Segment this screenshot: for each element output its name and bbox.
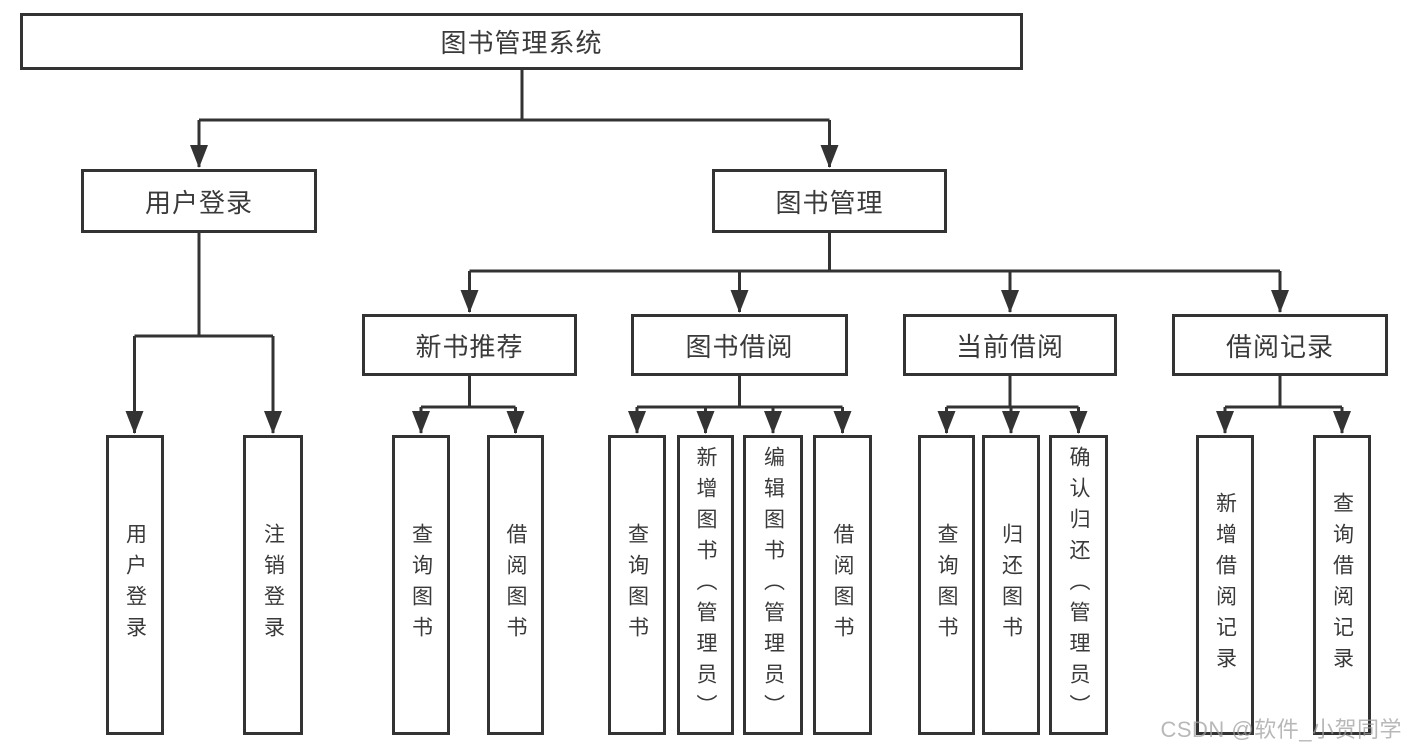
leaf-query-books-2: 查询图书 — [608, 435, 666, 735]
arrow-into-leaf-edit-book — [764, 411, 782, 434]
leaf-return-books-label: 归还图书 — [999, 523, 1023, 647]
leaf-borrow-books-1-label: 借阅图书 — [504, 523, 527, 647]
leaf-edit-book-admin-label: 编辑图书（管理员） — [761, 445, 785, 725]
node-current-borrow: 当前借阅 — [903, 314, 1117, 376]
node-user-login: 用户登录 — [81, 169, 317, 233]
node-new-book-recommend-label: 新书推荐 — [415, 331, 524, 362]
leaf-query-borrow-record: 查询借阅记录 — [1313, 435, 1371, 735]
arrowheads — [125, 145, 1351, 434]
leaf-return-books: 归还图书 — [982, 435, 1040, 735]
leaf-query-books-3: 查询图书 — [918, 435, 975, 735]
arrow-into-borrow-records — [1271, 290, 1289, 313]
arrow-into-leaf-borrow-books-1 — [506, 411, 525, 434]
leaf-user-login: 用户登录 — [106, 435, 164, 735]
leaf-query-books-3-label: 查询图书 — [935, 523, 958, 647]
leaf-borrow-books-2-label: 借阅图书 — [831, 523, 854, 647]
leaf-query-books-2-label: 查询图书 — [625, 523, 649, 647]
node-borrow-records: 借阅记录 — [1172, 314, 1388, 376]
arrow-into-book-management — [820, 145, 839, 168]
arrow-into-leaf-return-books — [1002, 411, 1020, 434]
arrow-into-current-borrow — [1001, 290, 1019, 313]
leaf-confirm-return-admin-label: 确认归还（管理员） — [1067, 445, 1090, 725]
arrow-into-new-book — [460, 290, 479, 313]
node-current-borrow-label: 当前借阅 — [955, 331, 1064, 362]
arrow-into-leaf-borrow-books-2 — [833, 411, 852, 434]
node-book-borrow: 图书借阅 — [631, 314, 848, 376]
leaf-query-borrow-record-label: 查询借阅记录 — [1330, 492, 1354, 678]
connector-lines — [133, 70, 1344, 433]
leaf-confirm-return-admin: 确认归还（管理员） — [1049, 435, 1108, 735]
csdn-watermark: CSDN @软件_小贺同学 — [1160, 717, 1402, 742]
node-book-management: 图书管理 — [712, 169, 947, 233]
arrow-into-book-borrow — [730, 290, 749, 313]
leaf-borrow-books-1: 借阅图书 — [487, 435, 544, 735]
leaf-borrow-books-2: 借阅图书 — [813, 435, 872, 735]
connector-root-to-level2 — [197, 70, 831, 167]
leaf-logout: 注销登录 — [243, 435, 303, 735]
connector-book-borrow-to-leaves — [635, 376, 844, 433]
leaf-add-book-admin-label: 新增图书（管理员） — [694, 445, 717, 725]
arrow-into-leaf-add-book — [696, 411, 715, 434]
leaf-edit-book-admin: 编辑图书（管理员） — [743, 435, 803, 735]
leaf-add-book-admin: 新增图书（管理员） — [677, 435, 734, 735]
arrow-into-leaf-user-login — [125, 411, 144, 434]
connector-book-management-to-level3 — [468, 233, 1282, 312]
leaf-logout-label: 注销登录 — [261, 523, 285, 647]
arrow-into-leaf-query-books-1 — [412, 411, 430, 434]
arrow-into-user-login — [190, 145, 208, 168]
leaf-query-books-1-label: 查询图书 — [409, 523, 433, 647]
node-borrow-records-label: 借阅记录 — [1225, 331, 1334, 362]
node-root-label: 图书管理系统 — [440, 28, 603, 58]
node-user-login-label: 用户登录 — [144, 187, 253, 218]
arrow-into-leaf-query-books-3 — [937, 411, 956, 434]
node-new-book-recommend: 新书推荐 — [362, 314, 577, 376]
node-book-borrow-label: 图书借阅 — [685, 331, 794, 362]
leaf-user-login-label: 用户登录 — [123, 523, 147, 647]
node-book-management-label: 图书管理 — [775, 187, 884, 218]
node-root: 图书管理系统 — [20, 13, 1023, 70]
arrow-into-leaf-query-books-2 — [628, 411, 646, 434]
connector-user-login-to-leaves — [133, 233, 275, 433]
arrow-into-leaf-add-record — [1216, 411, 1234, 434]
arrow-into-leaf-logout — [264, 411, 282, 434]
leaf-add-borrow-record: 新增借阅记录 — [1196, 435, 1254, 735]
arrow-into-leaf-confirm-return — [1069, 411, 1088, 434]
arrow-into-leaf-query-record — [1333, 411, 1351, 434]
connector-borrow-records-to-leaves — [1223, 376, 1344, 433]
leaf-query-books-1: 查询图书 — [392, 435, 450, 735]
connector-new-book-to-leaves — [419, 376, 517, 433]
leaf-add-borrow-record-label: 新增借阅记录 — [1213, 492, 1237, 678]
